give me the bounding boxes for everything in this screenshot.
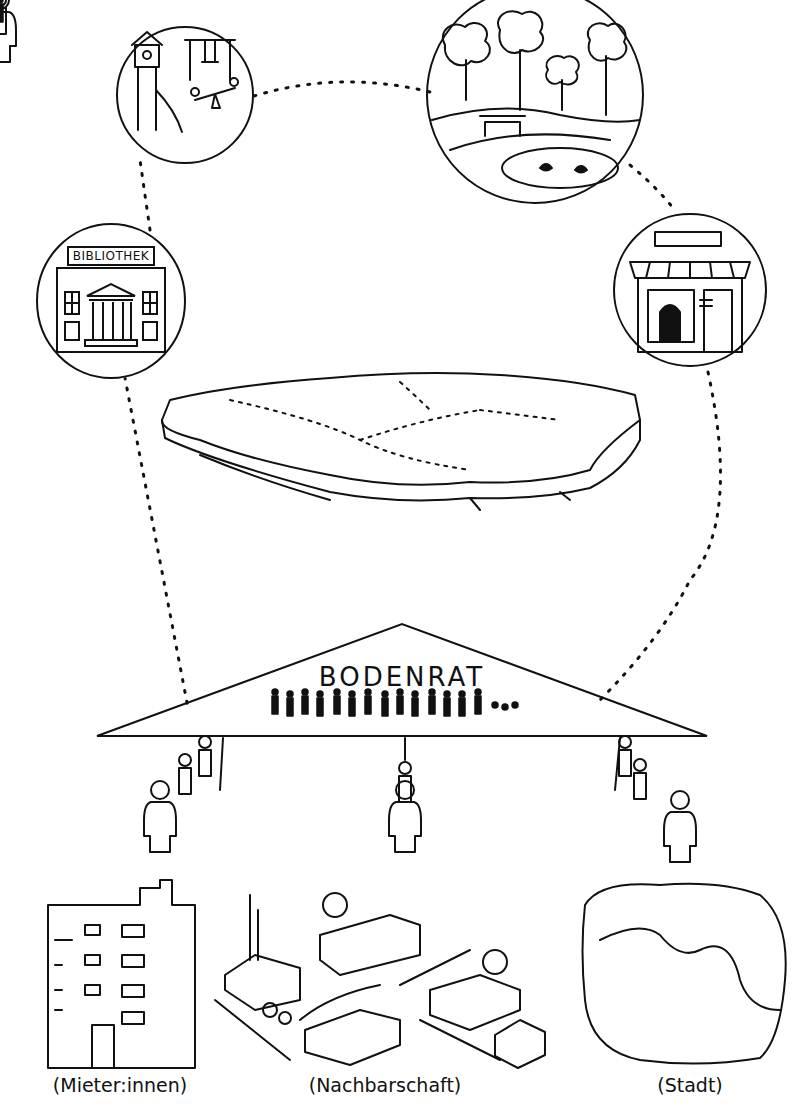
city-outline <box>583 884 786 1064</box>
library-node: BIBLIOTHEK <box>35 222 187 380</box>
group-label: (Nachbarschaft) <box>309 1074 462 1096</box>
apartment-building <box>48 880 195 1068</box>
shop-circle <box>614 214 766 366</box>
group-label: (Mieter:innen) <box>53 1074 187 1096</box>
park-circle <box>427 0 643 203</box>
council-members <box>0 0 518 716</box>
dotted-connector <box>125 379 187 704</box>
dotted-loop <box>140 82 720 700</box>
council-node: BODENRAT <box>95 622 709 738</box>
land-slab <box>162 373 640 510</box>
library-building <box>57 268 165 352</box>
library-sign: BIBLIOTHEK <box>67 246 155 266</box>
council-title: BODENRAT <box>319 662 485 692</box>
group-label: (Stadt) <box>657 1074 723 1096</box>
neighbourhood-sketch <box>215 893 545 1068</box>
playground-circle <box>117 27 253 163</box>
